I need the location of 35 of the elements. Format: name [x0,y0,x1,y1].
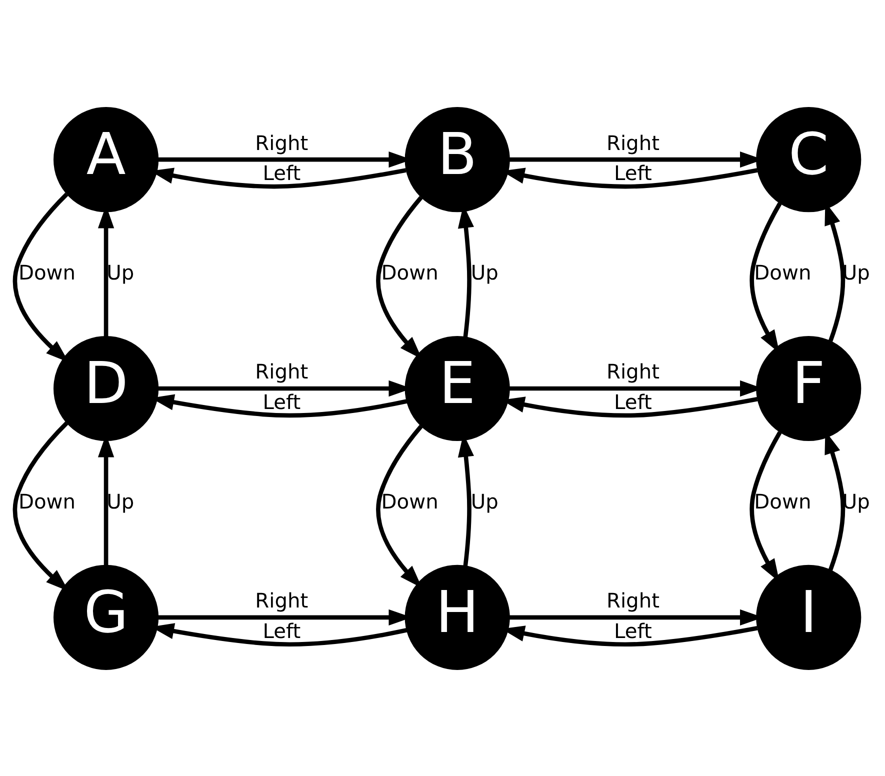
node-circle: G [54,564,159,670]
edge-label: Right [255,359,308,384]
edge-label: Right [255,130,308,154]
arrow [12,192,69,362]
edge-label: Down [18,488,76,513]
edge-label: Up [106,260,134,284]
edge-label: Right [606,130,660,154]
node-circle: C [756,106,862,212]
node-circle: F [756,335,862,441]
edge-label: Left [614,389,652,414]
edge-label: Left [614,618,652,642]
node-circle: H [404,564,510,670]
edge-label: Down [754,260,812,284]
arrow [376,424,423,588]
edge-label: Down [754,488,812,513]
arrow [376,196,423,359]
edge-label: Up [106,488,134,513]
node-circle: I [756,564,862,670]
edge-label: Right [255,588,308,612]
edge-label: Down [18,260,76,284]
edge-label: Up [470,488,498,513]
edge-label: Left [262,618,301,642]
edge-label: Left [262,160,301,185]
edge-label: Up [470,260,498,284]
arrow [12,421,69,591]
edge-label: Left [614,160,652,185]
edge-label: Right [606,359,660,384]
node-circle: B [404,106,510,212]
node-circle: D [54,335,159,441]
edge-label: Left [262,389,301,414]
node-circle: A [54,106,159,212]
node-circle: E [404,335,510,441]
edge-label: Down [381,488,438,513]
edge-label: Right [606,588,660,612]
edge-label: Down [381,260,438,284]
